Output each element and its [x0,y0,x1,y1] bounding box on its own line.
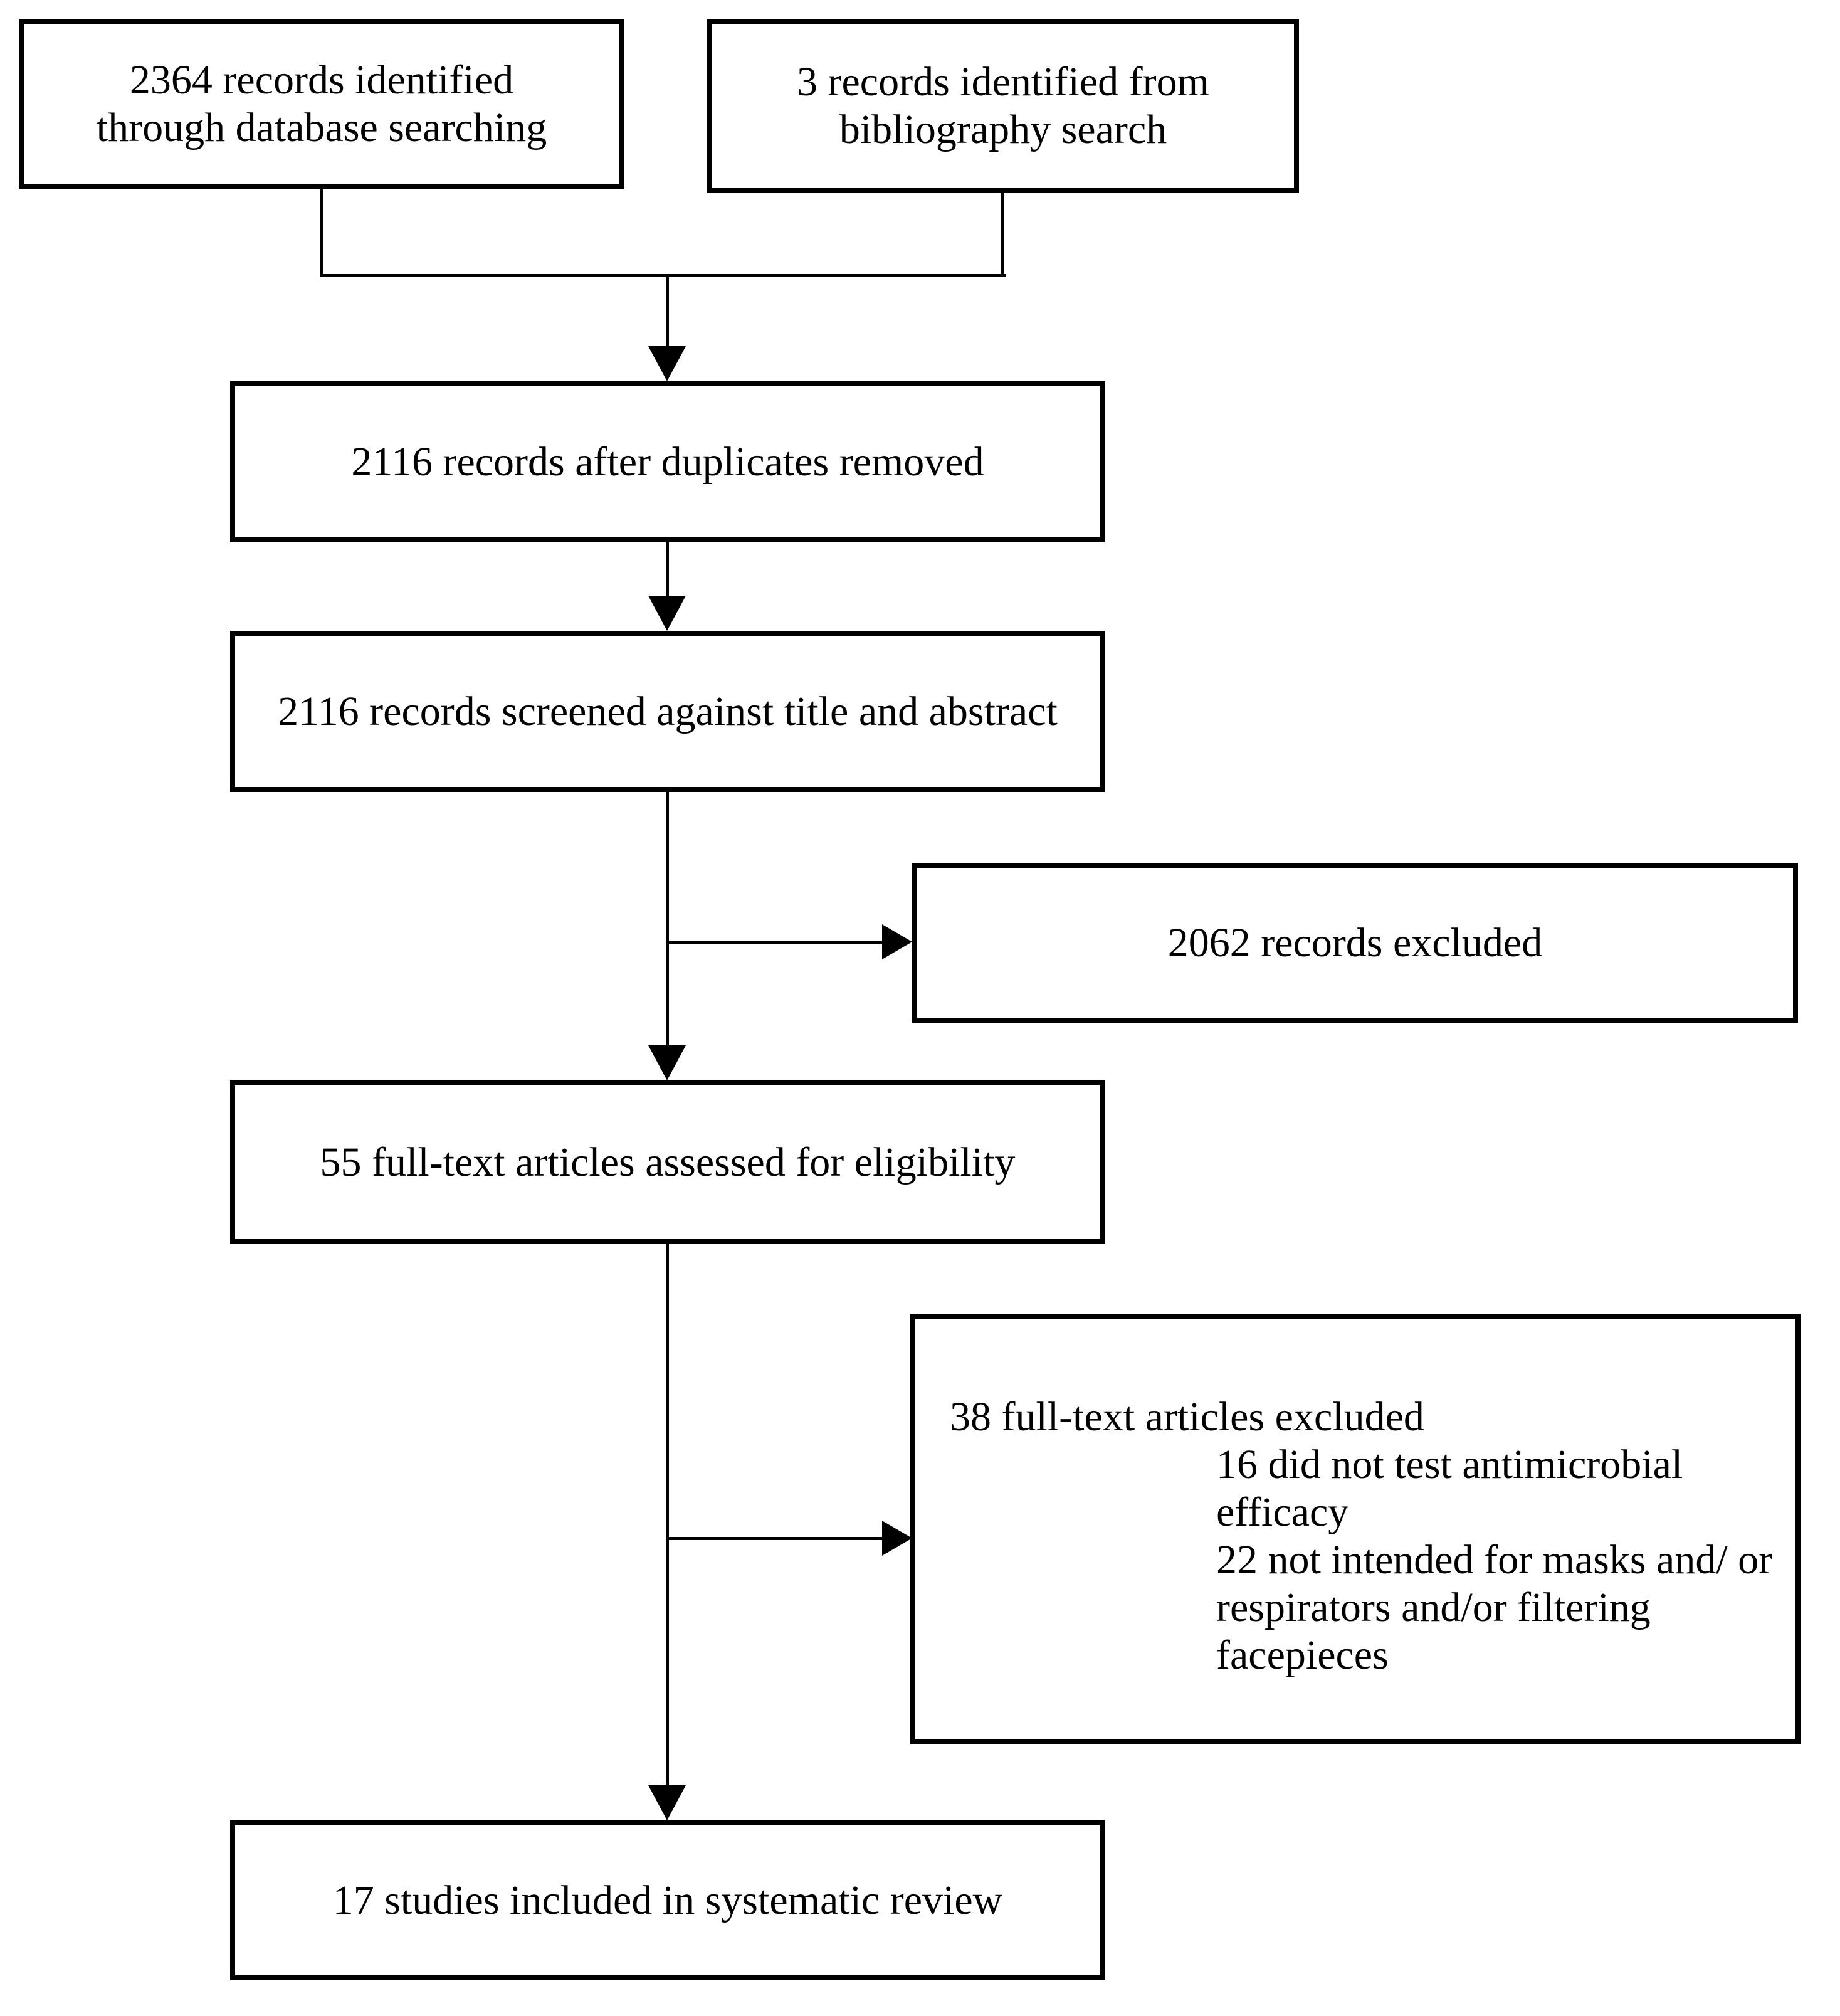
connector-duplicates-to-screened-stem [666,541,669,599]
fulltext-excluded-reason-line: 16 did not test antimicrobial [1216,1442,1683,1487]
arrowhead-down-into-included-box [648,1785,686,1820]
connector-branch-to-records-excluded [667,941,883,944]
box-fulltext-assessed: 55 full-text articles assessed for eligi… [230,1080,1105,1244]
arrowhead-down-into-screened-box [648,596,686,631]
box-fulltext-assessed-text: 55 full-text articles assessed for eligi… [320,1139,1016,1185]
connector-merge-to-duplicates-stem [666,274,669,349]
connector-merge-horizontal-line [320,274,1006,277]
connector-database-box-down-stub [320,188,323,277]
box-records-excluded: 2062 records excluded [912,863,1798,1023]
box-records-identified-database: 2364 records identified through database… [19,19,624,189]
connector-bibliography-box-down-stub [1001,192,1004,277]
box-included-systematic-review: 17 studies included in systematic review [230,1820,1105,1980]
box-after-duplicates-removed: 2116 records after duplicates removed [230,381,1105,542]
connector-branch-to-fulltext-excluded [667,1537,883,1540]
arrowhead-down-into-duplicates-box [648,346,686,381]
fulltext-excluded-line: 38 full-text articles excluded [950,1394,1424,1440]
fulltext-excluded-reason-line: respirators and/or filtering [1216,1585,1651,1630]
arrowhead-right-into-records-excluded-box [882,924,912,959]
fulltext-excluded-reason-line: facepieces [1216,1632,1389,1678]
box-after-duplicates-removed-text: 2116 records after duplicates removed [351,438,984,485]
connector-assessed-to-included-stem [666,1243,669,1788]
arrowhead-down-into-assessed-box [648,1045,686,1080]
box-records-identified-bibliography-text: 3 records identified from bibliography s… [797,59,1209,152]
box-fulltext-excluded: 38 full-text articles excluded 16 did no… [910,1314,1801,1744]
box-records-identified-bibliography: 3 records identified from bibliography s… [707,19,1299,193]
fulltext-excluded-reason-line: efficacy [1216,1489,1349,1535]
box-included-systematic-review-text: 17 studies included in systematic review [332,1877,1003,1923]
arrowhead-right-into-fulltext-excluded-box [882,1521,912,1556]
connector-screened-to-assessed-stem [666,791,669,1049]
box-records-screened-text: 2116 records screened against title and … [278,688,1058,734]
fulltext-excluded-reason-line: 22 not intended for masks and/ or [1216,1537,1773,1583]
box-records-identified-database-text: 2364 records identified through database… [96,57,547,150]
box-records-excluded-text: 2062 records excluded [1167,919,1543,966]
box-records-screened: 2116 records screened against title and … [230,631,1105,792]
box-fulltext-excluded-text-block: 38 full-text articles excluded 16 did no… [915,1319,1791,1679]
